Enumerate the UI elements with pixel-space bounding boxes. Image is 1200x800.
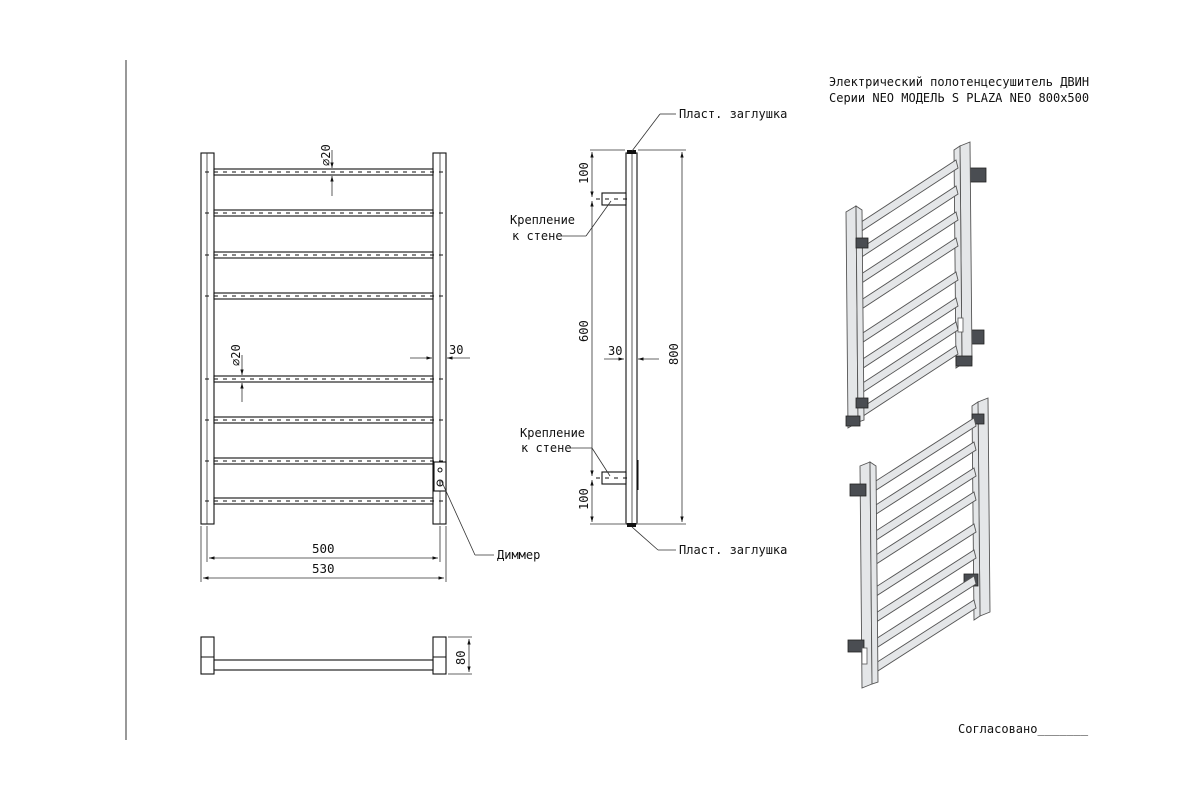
top-view-right-post [432,636,447,675]
mount-top-callout: Крепление к стене [510,200,612,243]
dim-100-top-label: 100 [577,162,591,184]
dim-width: 500 530 [200,526,447,582]
isometric-view-front [845,141,987,429]
top-view-crossbar [213,659,434,671]
dim-100-bottom-label: 100 [577,488,591,510]
right-post [432,152,447,525]
iso1-crossbars [851,159,959,423]
dim-side-left: 100 600 100 [577,149,625,525]
dim-800: 800 [638,149,686,525]
isometric-view-back [847,397,991,689]
dim-30-side: 30 [604,344,659,361]
dim-diameter-top: ⌀20 [319,144,334,196]
crossbars [213,168,434,505]
dimmer: Диммер [433,461,540,562]
cap-bottom-callout: Пласт. заглушка [631,526,787,557]
dim-diameter-mid: ⌀20 [229,344,244,402]
dim-800-label: 800 [667,343,681,365]
approval-label: Согласовано_______ [958,722,1089,736]
side-view: Пласт. заглушка Пласт. заглушка Креплени… [510,107,787,557]
cap-top [627,150,636,154]
cap-top-label: Пласт. заглушка [679,107,787,121]
hidden-lines [205,171,443,502]
title-line-1: Электрический полотенцесушитель ДВИН [829,75,1089,89]
dim-diameter-mid-label: ⌀20 [229,344,243,366]
dimmer-label: Диммер [497,548,540,562]
dim-30-front-label: 30 [449,343,463,357]
dim-600-label: 600 [577,320,591,342]
dim-500-label: 500 [312,541,335,556]
left-post [200,152,215,525]
dim-30-front: 30 [410,343,470,360]
title-line-2: Серии NEO МОДЕЛЬ S PLAZA NEO 800x500 [829,91,1089,105]
dim-530-label: 530 [312,561,335,576]
dim-diameter-top-label: ⌀20 [319,144,333,166]
mount-top-label-1: Крепление [510,213,575,227]
mount-bottom-callout: Крепление к стене [520,426,611,477]
cap-top-callout: Пласт. заглушка [631,107,787,152]
top-view-left-post [200,636,215,675]
mount-bottom-label-2: к стене [521,441,572,455]
top-view: 80 [200,636,472,675]
cap-bottom-label: Пласт. заглушка [679,543,787,557]
cap-bottom [627,523,636,527]
iso2-crossbars [867,417,977,677]
title-block: Электрический полотенцесушитель ДВИН Сер… [829,75,1089,105]
front-view: ⌀20 ⌀20 30 500 530 [200,144,540,582]
side-post [625,152,638,525]
dim-30-side-label: 30 [608,344,622,358]
mount-bottom-label-1: Крепление [520,426,585,440]
dim-80-label: 80 [454,651,468,665]
mount-top-label-2: к стене [512,229,563,243]
